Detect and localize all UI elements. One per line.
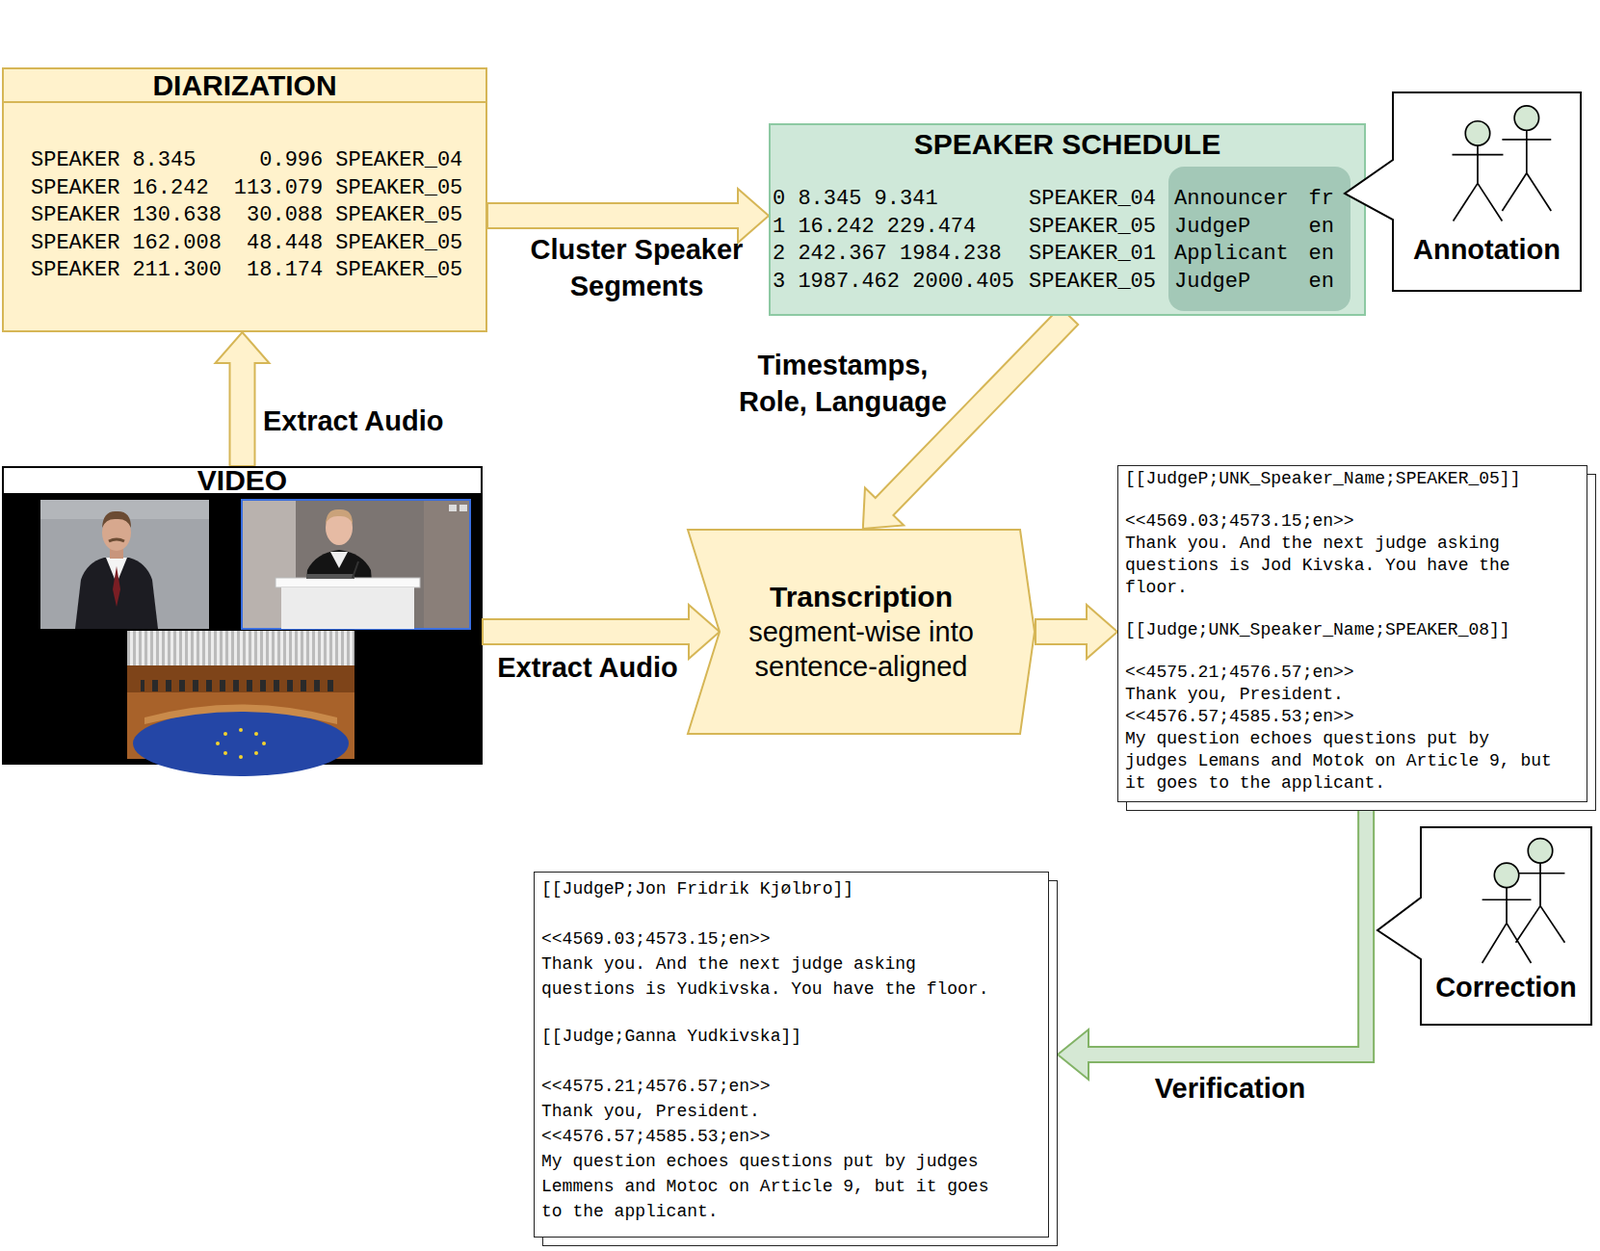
- transcript-line: Thank you, President.: [1125, 683, 1557, 707]
- callout-outline: [1377, 827, 1592, 1025]
- table-cell: SPEAKER_05: [1028, 268, 1156, 297]
- node-body: VIDEO: [1, 466, 483, 496]
- annotation-callout: Annotation: [1391, 91, 1582, 292]
- transcript-line: <<4569.03;4573.15;en>>: [1125, 510, 1557, 533]
- step-description: segment-wise into sentence-aligned: [731, 614, 992, 684]
- table-cell: SPEAKER: [30, 230, 120, 259]
- node-body: AnnouncerfrJudgePenApplicantenJudgePen: [1168, 166, 1351, 296]
- speaker-frame-left: [40, 499, 210, 630]
- callout-label: Correction: [1419, 970, 1593, 1005]
- table-cell: 8.345: [131, 147, 196, 176]
- table-cell: 130.638: [131, 202, 221, 231]
- table-cell: 2 242.367 1984.238: [772, 240, 1002, 269]
- edge-label: Cluster Speaker Segments: [501, 231, 772, 305]
- table-cell: en: [1309, 268, 1335, 297]
- table-cell: SPEAKER: [30, 257, 120, 286]
- box-title: SPEAKER SCHEDULE: [770, 125, 1364, 164]
- step-outline: [687, 529, 1035, 735]
- table-cell: fr: [1309, 185, 1335, 214]
- table-cell: 48.448: [246, 230, 323, 259]
- transcript-line: [[JudgeP;Jon Fridrik Kjølbro]]: [541, 876, 1004, 902]
- table-cell: 18.174: [246, 257, 323, 286]
- node-body: Annotation: [1391, 232, 1582, 267]
- transcription-step: Transcriptionsegment-wise into sentence-…: [686, 528, 1036, 735]
- table-cell: SPEAKER: [30, 175, 120, 204]
- table-cell: Applicant: [1174, 240, 1289, 269]
- step-title: Transcription: [769, 579, 953, 615]
- table-cell: 162.008: [131, 230, 221, 259]
- table-cell: SPEAKER_04: [1028, 185, 1156, 214]
- block-arrow: [863, 307, 1078, 529]
- block-arrow: [482, 604, 720, 659]
- callout-label: Annotation: [1391, 232, 1582, 267]
- transcript-line: Thank you. And the next judge asking que…: [541, 951, 1004, 1002]
- verified-transcript-document: [[JudgeP;Jon Fridrik Kjølbro]] <<4569.03;…: [533, 871, 1050, 1238]
- transcript-line: <<4575.21;4576.57;en>>: [541, 1074, 1004, 1100]
- callout-outline: [1344, 92, 1581, 291]
- transcript-line: [[JudgeP;UNK_Speaker_Name;SPEAKER_05]]: [1125, 468, 1557, 491]
- transcript-line: <<4575.21;4576.57;en>>: [1125, 661, 1557, 684]
- table-cell: SPEAKER_05: [335, 230, 463, 259]
- transcript-line: My question echoes questions put by judg…: [1125, 728, 1557, 795]
- transcript-line: [[Judge;UNK_Speaker_Name;SPEAKER_08]]: [1125, 619, 1557, 642]
- box-title: VIDEO: [1, 466, 483, 496]
- annotation-region: AnnouncerfrJudgePenApplicantenJudgePen: [1168, 166, 1351, 312]
- table-cell: SPEAKER_04: [335, 147, 463, 176]
- transcript-line: <<4576.57;4585.53;en>>: [1125, 706, 1557, 729]
- transcript-document: [[JudgeP;UNK_Speaker_Name;SPEAKER_05]] <<…: [1117, 465, 1588, 803]
- table-cell: en: [1309, 240, 1335, 269]
- table-cell: 113.079: [234, 175, 323, 204]
- block-arrow: [215, 332, 270, 467]
- stick-figures: [1452, 105, 1552, 222]
- table-grid: SPEAKER8.3450.996SPEAKER_04SPEAKER16.242…: [3, 103, 486, 286]
- edge-label: Extract Audio: [491, 649, 684, 686]
- transcript-line: <<4569.03;4573.15;en>>: [541, 926, 1004, 952]
- diarization-box: DIARIZATIONSPEAKER8.3450.996SPEAKER_04SP…: [1, 67, 488, 333]
- table-cell: SPEAKER_05: [335, 175, 463, 204]
- transcript-line: [[Judge;Ganna Yudkivska]]: [541, 1023, 1004, 1050]
- table-cell: 3 1987.462 2000.405: [772, 268, 1015, 297]
- node-body: [[JudgeP;UNK_Speaker_Name;SPEAKER_05]] <<…: [1117, 465, 1557, 795]
- table-cell: SPEAKER: [30, 147, 120, 176]
- table-cell: 30.088: [246, 202, 323, 231]
- transcript-line: Thank you, President.: [541, 1099, 1004, 1125]
- table-cell: 1 16.242 229.474: [772, 213, 976, 242]
- table-cell: SPEAKER_05: [335, 202, 463, 231]
- table-cell: SPEAKER_01: [1028, 240, 1156, 269]
- table-cell: 0.996: [259, 147, 323, 176]
- transcript-line: Thank you. And the next judge asking que…: [1125, 532, 1557, 600]
- table-grid: AnnouncerfrJudgePenApplicantenJudgePen: [1168, 166, 1351, 296]
- node-body: Correction: [1419, 970, 1593, 1005]
- table-cell: Announcer: [1174, 185, 1289, 214]
- box-title: DIARIZATION: [3, 69, 486, 104]
- edge-label: Extract Audio: [262, 402, 475, 440]
- table-cell: 0 8.345 9.341: [772, 185, 939, 214]
- speaker-frame-right: [241, 499, 471, 630]
- edge-label: Timestamps, Role, Language: [732, 346, 954, 420]
- table-cell: SPEAKER_05: [335, 257, 463, 286]
- block-arrow: [1057, 802, 1374, 1080]
- table-cell: SPEAKER: [30, 202, 120, 231]
- correction-callout: Correction: [1419, 826, 1593, 1026]
- courtroom-frame: [127, 630, 355, 777]
- edge-label: Verification: [1145, 1070, 1315, 1107]
- node-body: [[JudgeP;Jon Fridrik Kjølbro]] <<4569.03;…: [533, 871, 1004, 1225]
- transcript-line: <<4576.57;4585.53;en>>: [541, 1124, 1004, 1150]
- table-cell: en: [1309, 213, 1335, 242]
- transcript-line: My question echoes questions put by judg…: [541, 1149, 1004, 1225]
- table-cell: SPEAKER_05: [1028, 213, 1156, 242]
- table-cell: 211.300: [131, 257, 221, 286]
- table-cell: JudgeP: [1174, 268, 1251, 297]
- block-arrow: [1035, 604, 1118, 659]
- stick-figures: [1482, 839, 1566, 964]
- node-body: DIARIZATIONSPEAKER8.3450.996SPEAKER_04SP…: [3, 69, 486, 286]
- table-cell: 16.242: [131, 175, 209, 204]
- node-body: Transcriptionsegment-wise into sentence-…: [686, 528, 1036, 735]
- speaker-schedule-box: SPEAKER SCHEDULE 0 8.345 9.341 SPEAKER_04 1…: [768, 123, 1366, 316]
- table-cell: JudgeP: [1174, 213, 1251, 242]
- video-panel: VIDEO: [1, 466, 483, 765]
